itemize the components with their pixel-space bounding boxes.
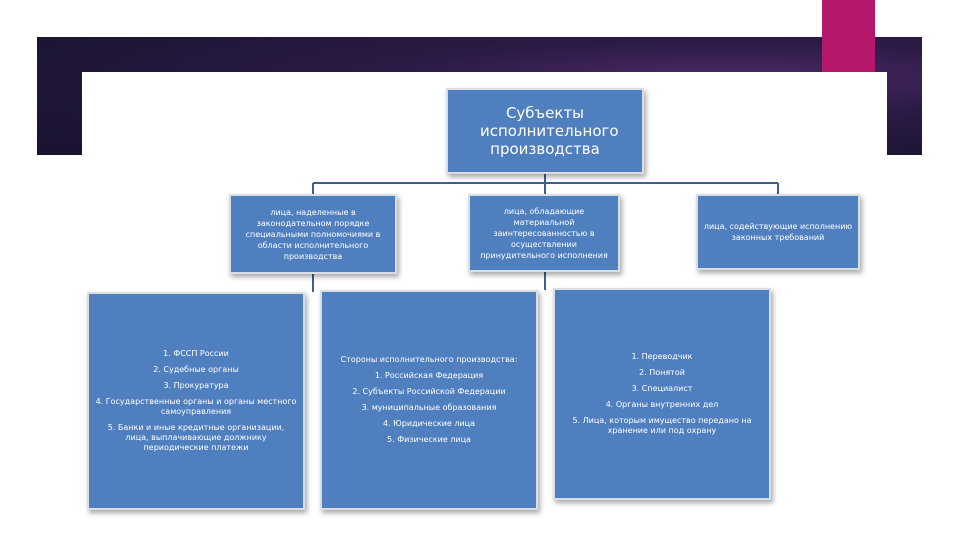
list-item: 1. Переводчик: [631, 352, 693, 361]
list-node-parties: Стороны исполнительного производства: 1.…: [320, 290, 538, 510]
list-node-assisting: 1. Переводчик 2. Понятой 3. Специалист 4…: [553, 288, 771, 500]
list-item: 2. Понятой: [639, 368, 685, 377]
root-node: Субъекты исполнительного производства: [446, 88, 644, 174]
list-item: 4. Органы внутренних дел: [605, 400, 719, 409]
list-item: 2. Субъекты Российской Федерации: [352, 387, 506, 396]
list-item: 5. Физические лица: [387, 435, 471, 444]
list-item: 4. Юридические лица: [382, 419, 476, 428]
category-node-authorities: лица, наделенные в законодательном поряд…: [229, 194, 397, 274]
accent-bar: [822, 0, 875, 74]
list-item: 5. Лица, которым имущество передано на х…: [572, 416, 752, 435]
category-node-interested: лица, обладающие материальной заинтересо…: [468, 194, 620, 272]
list-item: 5. Банки и иные кредитные организации, л…: [107, 423, 285, 452]
list-item: 4. Государственные органы и органы местн…: [95, 397, 297, 416]
category-node-assisting: лица, содействующие исполнению законных …: [696, 194, 860, 270]
category-label: лица, наделенные в законодательном поряд…: [245, 207, 381, 261]
root-label: Субъекты исполнительного производства: [480, 104, 619, 158]
list-item: 2. Судебные органы: [153, 365, 239, 374]
list-node-authorities: 1. ФССП России 2. Судебные органы 3. Про…: [87, 292, 305, 510]
list-heading: Стороны исполнительного производства:: [340, 355, 518, 364]
list-item: 3. муниципальные образования: [361, 403, 497, 412]
list-item: 3. Специалист: [631, 384, 693, 393]
list-item: 1. Российская Федерация: [374, 371, 484, 380]
list-item: 3. Прокуратура: [163, 381, 229, 390]
list-item: 1. ФССП России: [163, 349, 229, 358]
category-label: лица, содействующие исполнению законных …: [703, 222, 853, 242]
category-label: лица, обладающие материальной заинтересо…: [480, 206, 608, 260]
